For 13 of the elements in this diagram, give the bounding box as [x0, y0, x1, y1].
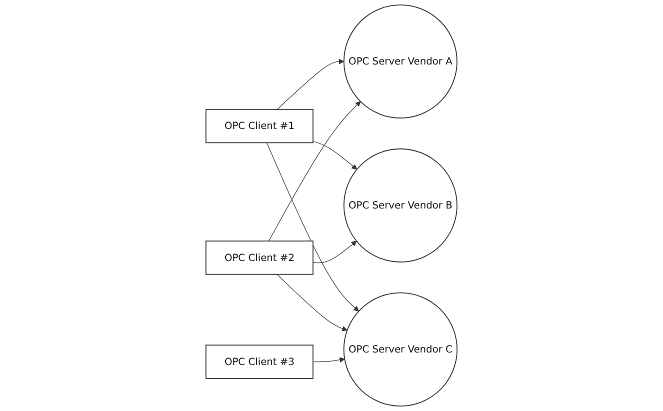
arrow — [268, 101, 361, 242]
arrow — [266, 142, 359, 312]
arrow — [312, 357, 345, 363]
arrow — [276, 274, 348, 332]
node-circle: OPC Server Vendor A — [343, 4, 458, 118]
arrow — [312, 141, 358, 170]
node-box: OPC Client #3 — [205, 344, 314, 379]
arrow — [276, 58, 344, 110]
node-circle: OPC Server Vendor C — [343, 292, 458, 407]
node-box: OPC Client #2 — [205, 240, 314, 275]
node-box: OPC Client #1 — [205, 108, 314, 144]
node-circle: OPC Server Vendor B — [343, 148, 458, 262]
arrow — [312, 240, 357, 264]
